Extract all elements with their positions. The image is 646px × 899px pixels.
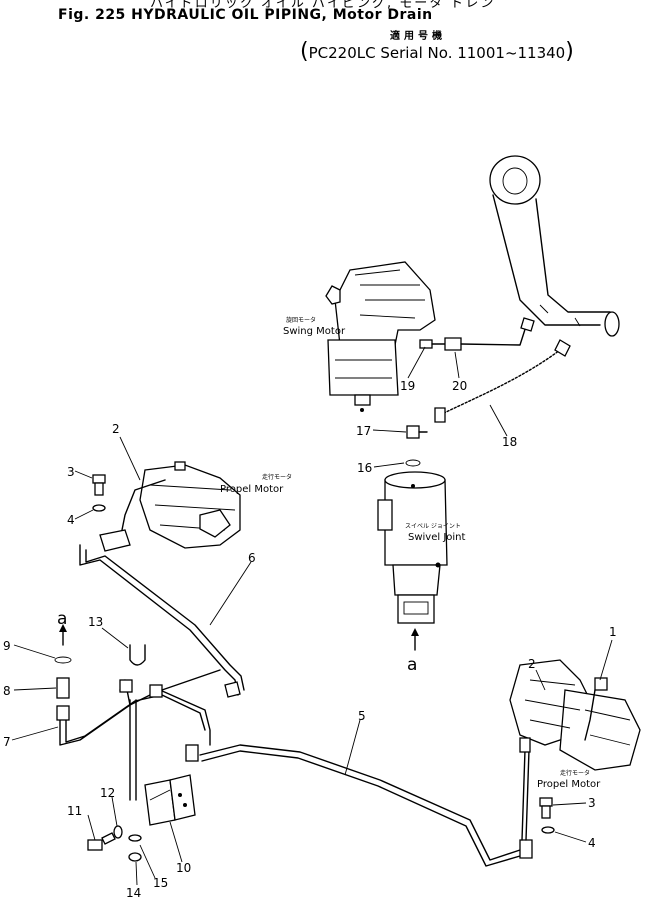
propel-motor-right-label-jp: 走行モータ xyxy=(560,769,590,777)
callout-6: 6 xyxy=(248,551,256,565)
callout-2-right: 2 xyxy=(528,657,536,671)
swing-drain-hose xyxy=(419,317,535,351)
callout-10: 10 xyxy=(176,861,191,875)
propel-motor-left-label: Propel Motor xyxy=(220,484,284,495)
callout-4-right: 4 xyxy=(588,836,596,850)
serial-paren-close: ) xyxy=(565,39,574,64)
applicability-label-jp: 適用号機 xyxy=(390,31,446,42)
propel-motor-right-label: Propel Motor xyxy=(537,779,601,790)
japanese-title: ハイドロリック オイル パイピング, モータ ドレン xyxy=(150,0,496,11)
callout-16: 16 xyxy=(357,461,372,475)
bolt-11 xyxy=(87,832,116,851)
pipe-5 xyxy=(199,744,533,867)
callout-3-right: 3 xyxy=(588,796,596,810)
serial-paren-open: ( xyxy=(300,39,309,64)
callout-8: 8 xyxy=(3,684,11,698)
swivel-joint-label-jp: スイベル ジョイント xyxy=(405,523,461,530)
oring-16 xyxy=(405,459,421,467)
hose-18 xyxy=(434,339,571,423)
callout-14: 14 xyxy=(126,886,141,899)
callout-9: 9 xyxy=(3,639,11,653)
callout-2-left: 2 xyxy=(112,422,120,436)
callout-12: 12 xyxy=(100,786,115,800)
callout-4-left: 4 xyxy=(67,513,75,527)
callout-11: 11 xyxy=(67,804,82,818)
serial-range: (PC220LC Serial No. 11001~11340) xyxy=(300,39,574,64)
leader-lines xyxy=(11,346,613,886)
hose-2-right xyxy=(521,749,530,841)
callout-7: 7 xyxy=(3,735,11,749)
swivel-joint-label: Swivel Joint xyxy=(408,532,466,543)
bolt-3-left xyxy=(92,474,106,496)
clip-13 xyxy=(129,644,146,666)
washer-4-right xyxy=(541,826,555,834)
swing-motor: 旋回モータ Swing Motor xyxy=(283,261,436,412)
fitting-7 xyxy=(56,705,70,721)
callout-1: 1 xyxy=(609,625,617,639)
bolt-3-right xyxy=(539,797,553,819)
callout-15: 15 xyxy=(153,876,168,890)
connector-8 xyxy=(56,677,70,699)
left-manifold xyxy=(59,669,221,826)
hose-2-right-fitting xyxy=(519,737,531,753)
swing-motor-label: Swing Motor xyxy=(283,326,346,337)
callout-3-left: 3 xyxy=(67,465,75,479)
washer-12 xyxy=(113,825,123,839)
callout-5: 5 xyxy=(358,709,366,723)
marker-a-top: a xyxy=(57,609,67,629)
washer-15 xyxy=(128,834,142,842)
elbow-17 xyxy=(406,425,428,439)
serial-text: PC220LC Serial No. 11001~11340 xyxy=(308,44,566,62)
propel-motor-right: 走行モータ Propel Motor xyxy=(509,659,641,790)
hose-2-left xyxy=(119,479,166,541)
swing-motor-label-jp: 旋回モータ xyxy=(286,316,316,324)
propel-motor-left: 走行モータ Propel Motor xyxy=(139,461,292,549)
swivel-joint: スイベル ジョイント Swivel Joint xyxy=(377,471,466,651)
propel-motor-left-label-jp: 走行モータ xyxy=(262,473,292,481)
figure-title: Fig. 225 HYDRAULIC OIL PIPING, Motor Dra… xyxy=(58,7,433,23)
marker-a-top-arrow xyxy=(59,624,67,646)
marker-a-bottom: a xyxy=(407,655,417,675)
nut-14 xyxy=(128,852,142,862)
pipe-6 xyxy=(79,529,245,698)
washer-4-left xyxy=(92,504,106,512)
callout-17: 17 xyxy=(356,424,371,438)
callout-20: 20 xyxy=(452,379,467,393)
callout-19: 19 xyxy=(400,379,415,393)
oring-9 xyxy=(54,656,72,664)
callout-18: 18 xyxy=(502,435,517,449)
callout-13: 13 xyxy=(88,615,103,629)
boom-pipe xyxy=(489,155,620,337)
